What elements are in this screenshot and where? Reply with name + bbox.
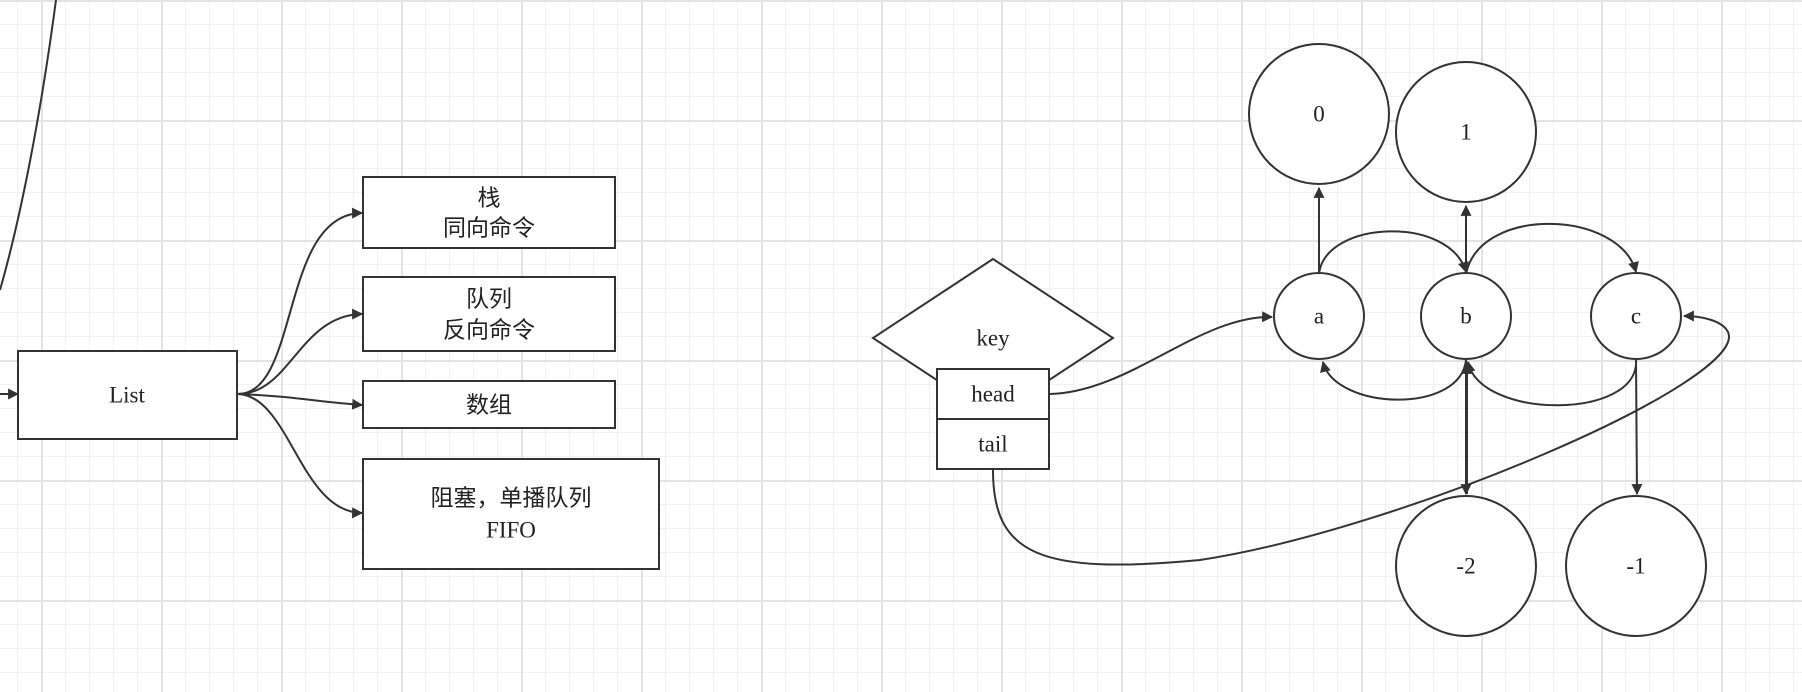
- blocking-queue-subtitle: FIFO: [486, 518, 536, 543]
- index-neg1-node[interactable]: -1: [1565, 495, 1707, 637]
- edge-tail-to-c: [992, 310, 1730, 566]
- edge-c-to-neg1: [1631, 359, 1643, 496]
- edge-head-to-a: [1049, 311, 1274, 395]
- index-neg1-label: -1: [1626, 554, 1645, 579]
- array-node-label: 数组: [466, 393, 512, 418]
- element-b-label: b: [1460, 304, 1472, 329]
- edge-list-to-stack: [237, 207, 364, 395]
- tail-label: tail: [978, 432, 1007, 457]
- element-a-node[interactable]: a: [1273, 272, 1365, 360]
- edge-a-to-b: [1318, 230, 1469, 275]
- blocking-queue-node[interactable]: 阻塞，单播队列 FIFO: [362, 458, 660, 570]
- index-neg2-node[interactable]: -2: [1395, 495, 1537, 637]
- edge-c-to-b: [1464, 359, 1638, 407]
- index-0-label: 0: [1313, 102, 1325, 127]
- index-0-node[interactable]: 0: [1248, 43, 1390, 185]
- array-node[interactable]: 数组: [362, 380, 616, 429]
- head-pointer-node[interactable]: head: [936, 368, 1050, 420]
- stack-node-title: 栈: [478, 186, 501, 211]
- queue-node-subtitle: 反向命令: [443, 318, 535, 343]
- edge-list-to-array: [237, 393, 364, 410]
- head-label: head: [971, 382, 1015, 407]
- element-c-label: c: [1631, 304, 1641, 329]
- edge-b-to-c: [1465, 222, 1639, 275]
- offscreen-curve: [0, 0, 57, 291]
- stack-node[interactable]: 栈 同向命令: [362, 176, 616, 249]
- edge-list-to-queue: [237, 308, 364, 395]
- list-node-label: List: [109, 383, 145, 408]
- key-label: key: [976, 326, 1010, 351]
- edge-b-to-a: [1320, 359, 1467, 401]
- edge-list-to-blocking: [237, 393, 364, 519]
- blocking-queue-title: 阻塞，单播队列: [431, 486, 592, 511]
- element-a-label: a: [1314, 304, 1324, 329]
- element-b-node[interactable]: b: [1420, 272, 1512, 360]
- queue-node[interactable]: 队列 反向命令: [362, 276, 616, 352]
- element-c-node[interactable]: c: [1590, 272, 1682, 360]
- stack-node-subtitle: 同向命令: [443, 216, 535, 241]
- tail-pointer-node[interactable]: tail: [936, 418, 1050, 470]
- index-neg2-label: -2: [1456, 554, 1475, 579]
- index-1-node[interactable]: 1: [1395, 61, 1537, 203]
- index-1-label: 1: [1460, 120, 1472, 145]
- list-node[interactable]: List: [17, 350, 238, 440]
- queue-node-title: 队列: [466, 287, 512, 312]
- key-diamond[interactable]: key: [871, 257, 1115, 419]
